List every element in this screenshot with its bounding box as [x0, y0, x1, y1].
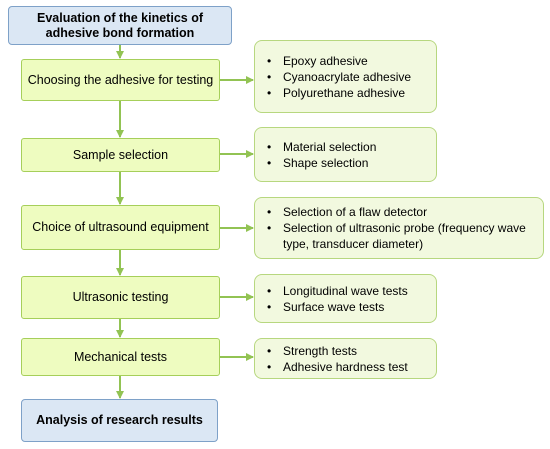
step-label: Choosing the adhesive for testing [27, 72, 214, 87]
step-label: Choice of ultrasound equipment [32, 220, 209, 234]
step-label: Ultrasonic testing [72, 290, 169, 304]
note-item: Cyanoacrylate adhesive [265, 69, 428, 85]
notes-equipment: Selection of a flaw detector Selection o… [254, 197, 544, 259]
step-label: Mechanical tests [73, 349, 168, 364]
note-item: Surface wave tests [265, 299, 428, 315]
step-ultrasound-equipment: Choice of ultrasound equipment [21, 205, 220, 250]
step-label: Sample selection [72, 147, 169, 162]
result-box: Analysis of research results [21, 399, 218, 442]
notes-mechanical: Strength tests Adhesive hardness test [254, 338, 437, 379]
note-item: Longitudinal wave tests [265, 283, 428, 299]
note-item: Epoxy adhesive [265, 53, 428, 69]
step-sample-selection: Sample selection [21, 138, 220, 172]
step-choosing-adhesive: Choosing the adhesive for testing [21, 59, 220, 101]
notes-sample: Material selection Shape selection [254, 127, 437, 182]
title-box: Evaluation of the kinetics of adhesive b… [8, 6, 232, 45]
note-item: Strength tests [265, 343, 428, 359]
step-mechanical-tests: Mechanical tests [21, 338, 220, 376]
note-item: Shape selection [265, 155, 428, 171]
note-item: Adhesive hardness test [265, 359, 428, 375]
notes-adhesives: Epoxy adhesive Cyanoacrylate adhesive Po… [254, 40, 437, 113]
note-item: Selection of a flaw detector [265, 204, 535, 220]
title-text: Evaluation of the kinetics of adhesive b… [37, 10, 203, 40]
notes-ultrasonic: Longitudinal wave tests Surface wave tes… [254, 274, 437, 323]
note-item: Material selection [265, 139, 428, 155]
note-item: Selection of ultrasonic probe (frequency… [265, 220, 535, 252]
result-text: Analysis of research results [36, 413, 203, 427]
note-item: Polyurethane adhesive [265, 85, 428, 101]
step-ultrasonic-testing: Ultrasonic testing [21, 276, 220, 319]
